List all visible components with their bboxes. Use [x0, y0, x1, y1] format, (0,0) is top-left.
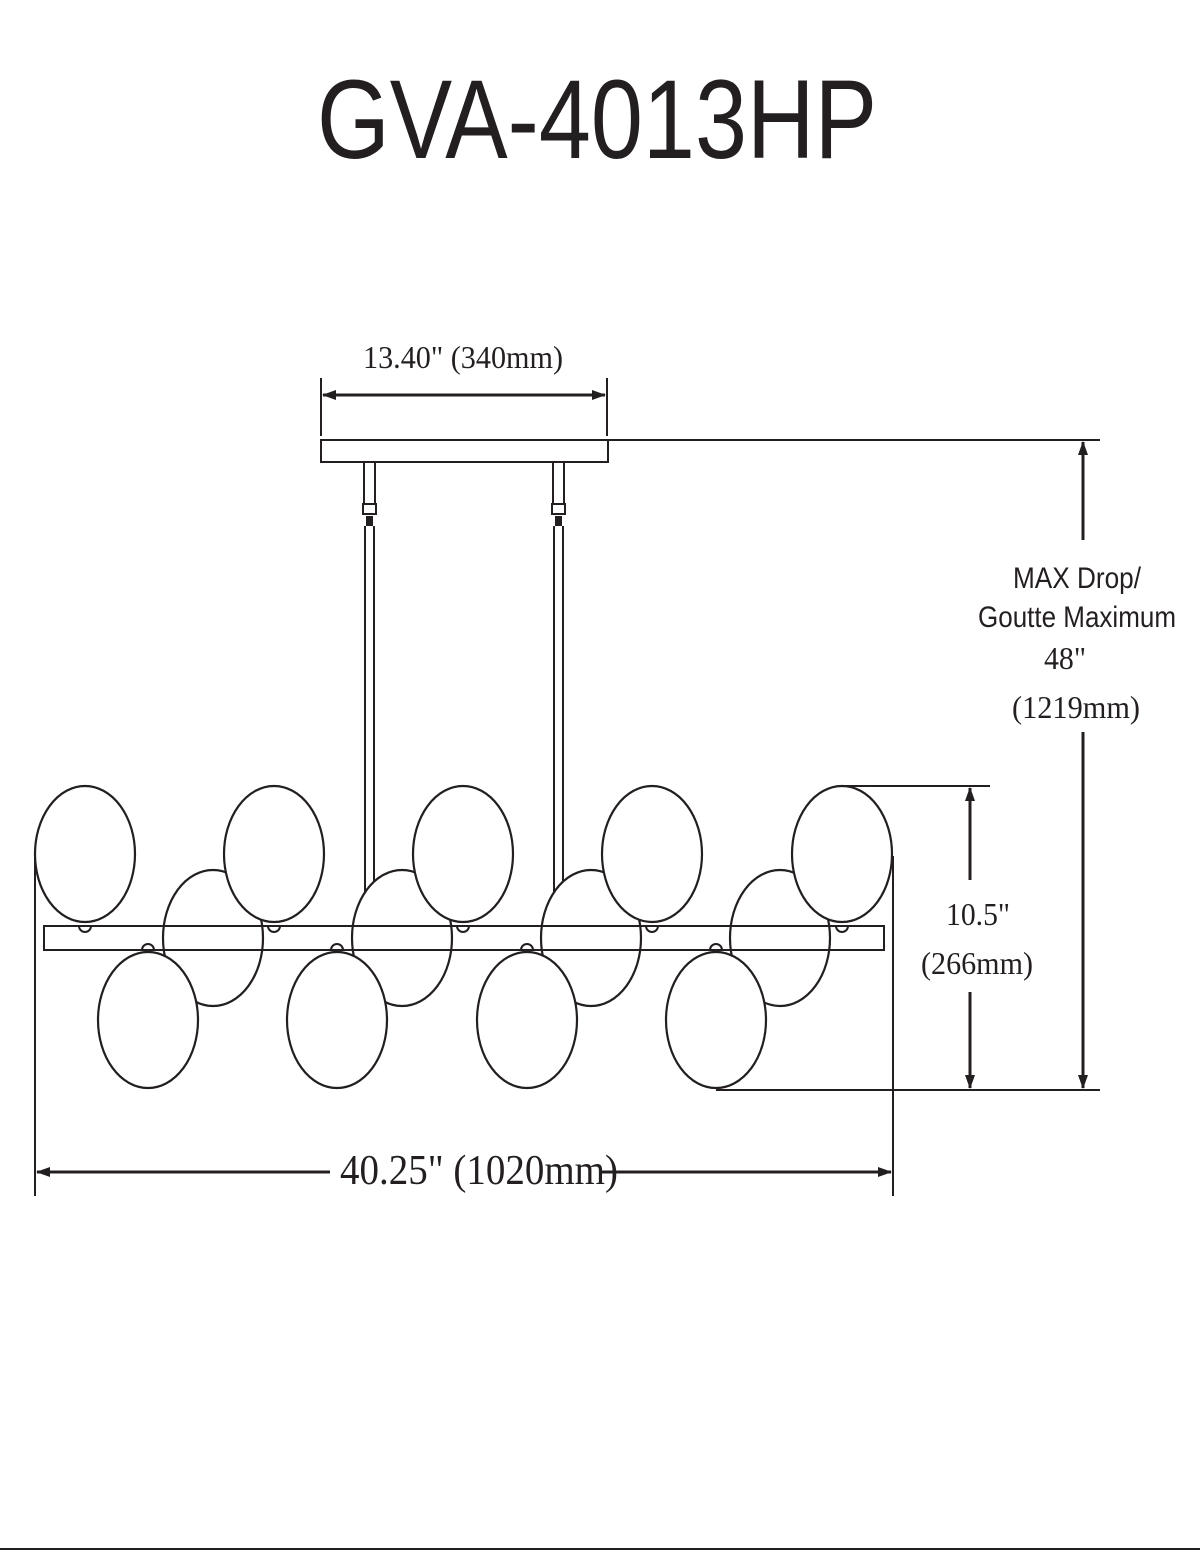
fixture-height-dimension: 10.5" (266mm): [842, 785, 1033, 1089]
lower-sockets: [141, 943, 723, 951]
canopy-width-label: 13.40" (340mm): [363, 339, 563, 375]
max-drop-dimension: MAX Drop/ Goutte Maximum 48" (1219mm): [608, 439, 1176, 1091]
canopy-width-dimension: 13.40" (340mm): [320, 339, 608, 436]
overall-width-label: 40.25" (1020mm): [340, 1148, 618, 1194]
canopy-plate: [320, 439, 609, 463]
upper-sockets: [78, 925, 849, 933]
left-suspension-rod: [362, 461, 377, 924]
right-suspension-rod: [551, 461, 566, 924]
max-drop-value: 48": [1044, 640, 1086, 676]
max-drop-label-line2: Goutte Maximum: [978, 601, 1176, 634]
height-metric: (266mm): [921, 945, 1033, 981]
max-drop-label-line1: MAX Drop/: [1013, 562, 1142, 595]
model-title: GVA-4013HP: [317, 57, 877, 182]
lower-globes: [96, 950, 768, 1090]
max-drop-metric: (1219mm): [1012, 689, 1140, 725]
upper-globes: [33, 784, 894, 924]
fixture-bar: [43, 925, 885, 951]
overall-width-dimension: 40.25" (1020mm): [34, 856, 894, 1196]
rear-globes: [161, 868, 832, 1008]
height-value: 10.5": [946, 896, 1010, 932]
